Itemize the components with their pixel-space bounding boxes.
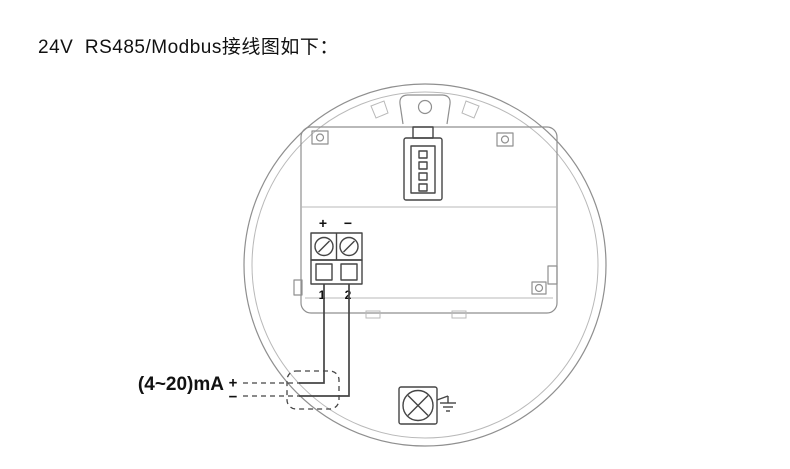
- signal-wires: [299, 284, 350, 397]
- mounting-tab: [399, 94, 451, 125]
- corner-screw-top-right: [496, 132, 514, 147]
- display-connector: [403, 126, 443, 201]
- device-housing: [243, 83, 607, 447]
- loop-current-label: (4~20)mA: [138, 374, 224, 395]
- corner-screw-top-left: [311, 130, 329, 145]
- terminal-block: [310, 232, 363, 285]
- side-tab-left: [293, 279, 303, 296]
- loop-plus-label: +: [229, 375, 238, 392]
- terminal-plus-label: +: [319, 215, 327, 231]
- page-title: 24V RS485/Modbus接线图如下：: [38, 37, 339, 58]
- corner-screw-bottom-right: [531, 281, 547, 295]
- cable-gland-outline: [286, 370, 340, 410]
- terminal-1-label: 1: [319, 288, 326, 302]
- terminal-compartment: [293, 126, 558, 319]
- rim-notch-right: [461, 100, 480, 119]
- ground-screw: [398, 386, 438, 425]
- loop-minus-label: −: [229, 389, 238, 406]
- ground-symbol-icon: [436, 395, 456, 412]
- side-tab-right: [547, 265, 558, 285]
- terminal-minus-label: −: [344, 215, 352, 231]
- loop-dashed-wires: [243, 370, 340, 410]
- rim-notch-left: [370, 100, 389, 119]
